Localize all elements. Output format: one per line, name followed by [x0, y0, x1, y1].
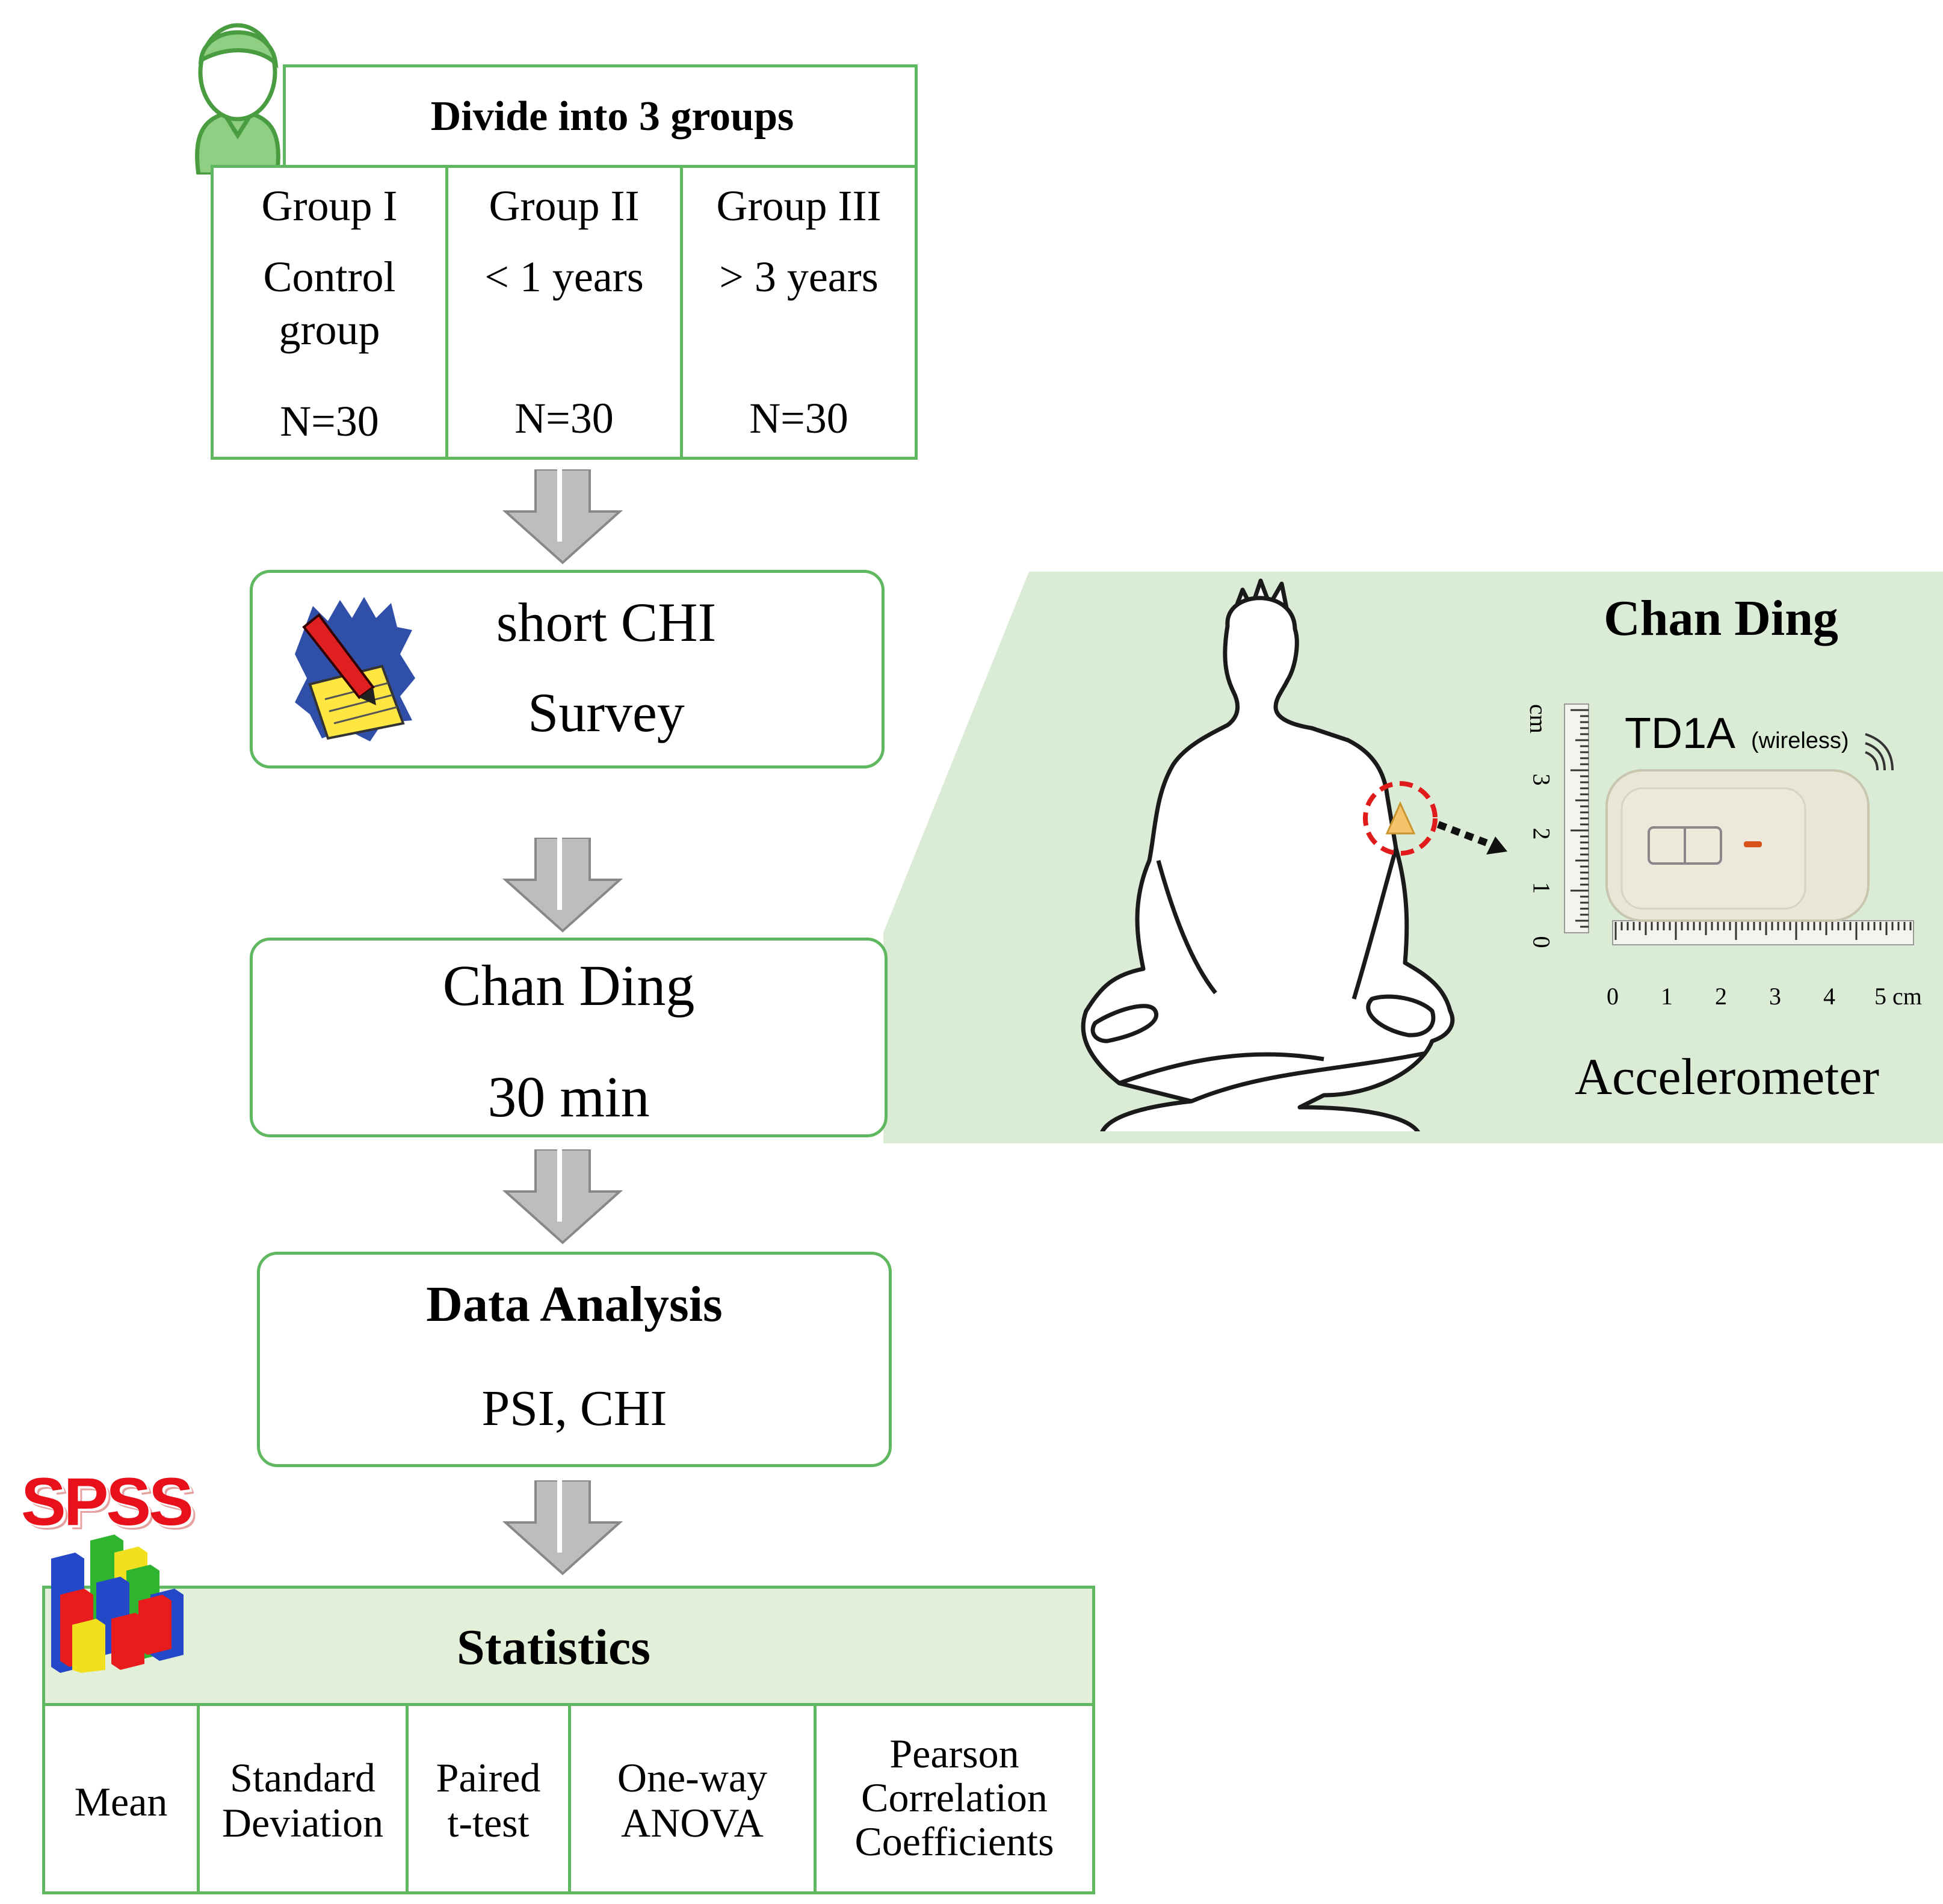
group-1-n: N=30	[280, 397, 379, 445]
survey-line-1: short CHI	[496, 592, 717, 653]
stat-pearson-l2: Correlation	[861, 1775, 1048, 1820]
groups-header: Divide into 3 groups	[283, 64, 918, 168]
ruler-x-1: 1	[1661, 983, 1673, 1010]
down-arrow-icon	[502, 1480, 623, 1575]
ruler-x-2: 2	[1715, 983, 1727, 1010]
stat-cell-mean: Mean	[42, 1703, 200, 1894]
notepad-pencil-icon	[295, 597, 415, 741]
device-name: TD1A	[1625, 709, 1736, 758]
ruler-y-0: 0	[1528, 936, 1555, 948]
data-analysis-box: Data Analysis PSI, CHI	[257, 1252, 892, 1467]
stat-sd-l1: Standard	[230, 1755, 375, 1800]
illustration-caption: Accelerometer	[1574, 1048, 1880, 1105]
stat-paired-l1: Paired	[436, 1755, 541, 1800]
ruler-x-labels: 0 1 2 3 4 5 cm	[1607, 982, 1943, 1018]
stat-cell-paired: Paired t-test	[406, 1703, 571, 1894]
spss-logo-text: SPSS	[21, 1464, 194, 1539]
chan-ding-line-2: 30 min	[487, 1065, 650, 1129]
illustration-title: Chan Ding	[1604, 590, 1838, 646]
group-2-n: N=30	[514, 394, 614, 442]
panel-connector	[883, 572, 1035, 1143]
group-3-n: N=30	[749, 394, 848, 442]
stat-anova-l2: ANOVA	[621, 1800, 764, 1846]
statistics-header: Statistics	[42, 1586, 1095, 1706]
data-analysis-subtitle: PSI, CHI	[481, 1380, 667, 1436]
user-icon	[195, 23, 280, 175]
group-1-cell: Group I Control group N=30	[211, 165, 448, 460]
stat-mean-l1: Mean	[74, 1779, 168, 1825]
stat-paired-l2: t-test	[447, 1800, 530, 1846]
group-2-cell: Group II < 1 years N=30	[445, 165, 683, 460]
group-2-desc-1: < 1 years	[484, 253, 644, 301]
ruler-x-5: 5 cm	[1874, 983, 1922, 1010]
meditating-person-illustration	[1081, 578, 1455, 1131]
spss-bar-chart-icon	[51, 1535, 184, 1673]
ruler-y-unit: cm	[1525, 704, 1552, 734]
group-1-name: Group I	[261, 182, 398, 230]
group-2-name: Group II	[489, 182, 640, 230]
group-3-desc-1: > 3 years	[719, 253, 879, 301]
sensor-marker	[1363, 781, 1507, 856]
stat-pearson-l3: Coefficients	[854, 1819, 1054, 1864]
ruler-x-4: 4	[1823, 983, 1835, 1010]
stat-cell-pearson: Pearson Correlation Coefficients	[814, 1703, 1095, 1894]
device-note: (wireless)	[1751, 728, 1849, 753]
accelerometer-device-icon	[1564, 703, 1914, 945]
statistics-title: Statistics	[457, 1619, 650, 1675]
ruler-y-3: 3	[1528, 773, 1555, 786]
survey-line-2: Survey	[528, 682, 685, 743]
group-3-cell: Group III > 3 years N=30	[680, 165, 918, 460]
stat-sd-l2: Deviation	[221, 1800, 384, 1846]
chan-ding-box: Chan Ding 30 min	[250, 938, 888, 1137]
ruler-x-3: 3	[1769, 983, 1781, 1010]
group-1-desc-1: Control	[263, 253, 396, 301]
down-arrow-icon	[502, 838, 623, 933]
stat-pearson-l1: Pearson	[889, 1731, 1019, 1776]
ruler-y-1: 1	[1528, 882, 1555, 894]
ruler-x-0: 0	[1607, 983, 1619, 1010]
ruler-y-2: 2	[1528, 827, 1555, 840]
ruler-y-labels: cm 3 2 1 0	[1525, 704, 1558, 957]
down-arrow-icon	[502, 1149, 623, 1244]
stat-anova-l1: One-way	[617, 1755, 768, 1800]
group-1-desc-2: group	[279, 306, 380, 354]
down-arrow-icon	[502, 469, 623, 564]
group-3-name: Group III	[716, 182, 882, 230]
groups-title: Divide into 3 groups	[430, 93, 794, 140]
stat-cell-anova: One-way ANOVA	[568, 1703, 817, 1894]
chan-ding-line-1: Chan Ding	[442, 953, 695, 1018]
survey-box: short CHI Survey	[250, 570, 885, 768]
data-analysis-title: Data Analysis	[426, 1276, 723, 1332]
stat-cell-sd: Standard Deviation	[197, 1703, 409, 1894]
